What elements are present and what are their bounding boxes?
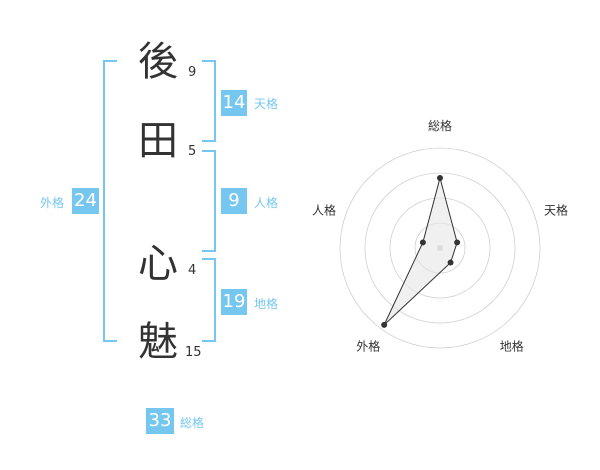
jinkaku-label: 人格 [254, 196, 279, 210]
tenkaku-label: 天格 [254, 97, 279, 111]
radar-axis-label: 外格 [356, 339, 380, 354]
radar-axis-label: 人格 [312, 202, 336, 217]
soukaku-value: 33 [146, 408, 174, 434]
jinkaku-bracket [202, 150, 216, 252]
name-char-2: 田 [138, 118, 178, 164]
chikaku-label: 地格 [254, 297, 279, 311]
jinkaku-value: 9 [221, 188, 247, 214]
stroke-count-2: 5 [188, 144, 197, 159]
soukaku-label: 総格 [180, 416, 205, 430]
radar-point [381, 321, 388, 328]
stroke-count-1: 9 [188, 65, 197, 80]
stroke-count-4: 15 [185, 345, 202, 360]
name-char-4: 魅 [138, 319, 178, 365]
tenkaku-bracket [202, 60, 216, 142]
gaikaku-value: 24 [72, 188, 99, 214]
radar-point [447, 259, 454, 266]
name-char-3: 心 [138, 241, 178, 287]
name-char-1: 後 [138, 39, 178, 85]
radar-grid-ring [364, 172, 516, 324]
chikaku-value: 19 [221, 289, 247, 315]
gaikaku-label: 外格 [40, 196, 65, 210]
radar-point [419, 239, 426, 246]
radar-series-polygon [383, 176, 458, 326]
chikaku-bracket [202, 258, 216, 342]
tenkaku-value: 14 [221, 90, 247, 116]
gaikaku-bracket [103, 60, 117, 342]
radar-point [454, 239, 461, 246]
stroke-count-3: 4 [188, 263, 197, 278]
radar-grid-ring [339, 147, 541, 349]
radar-point [437, 175, 443, 181]
radar-axis-label: 地格 [500, 339, 524, 354]
radar-axis-label: 天格 [544, 202, 568, 217]
radar-axis-label: 総格 [428, 118, 452, 133]
